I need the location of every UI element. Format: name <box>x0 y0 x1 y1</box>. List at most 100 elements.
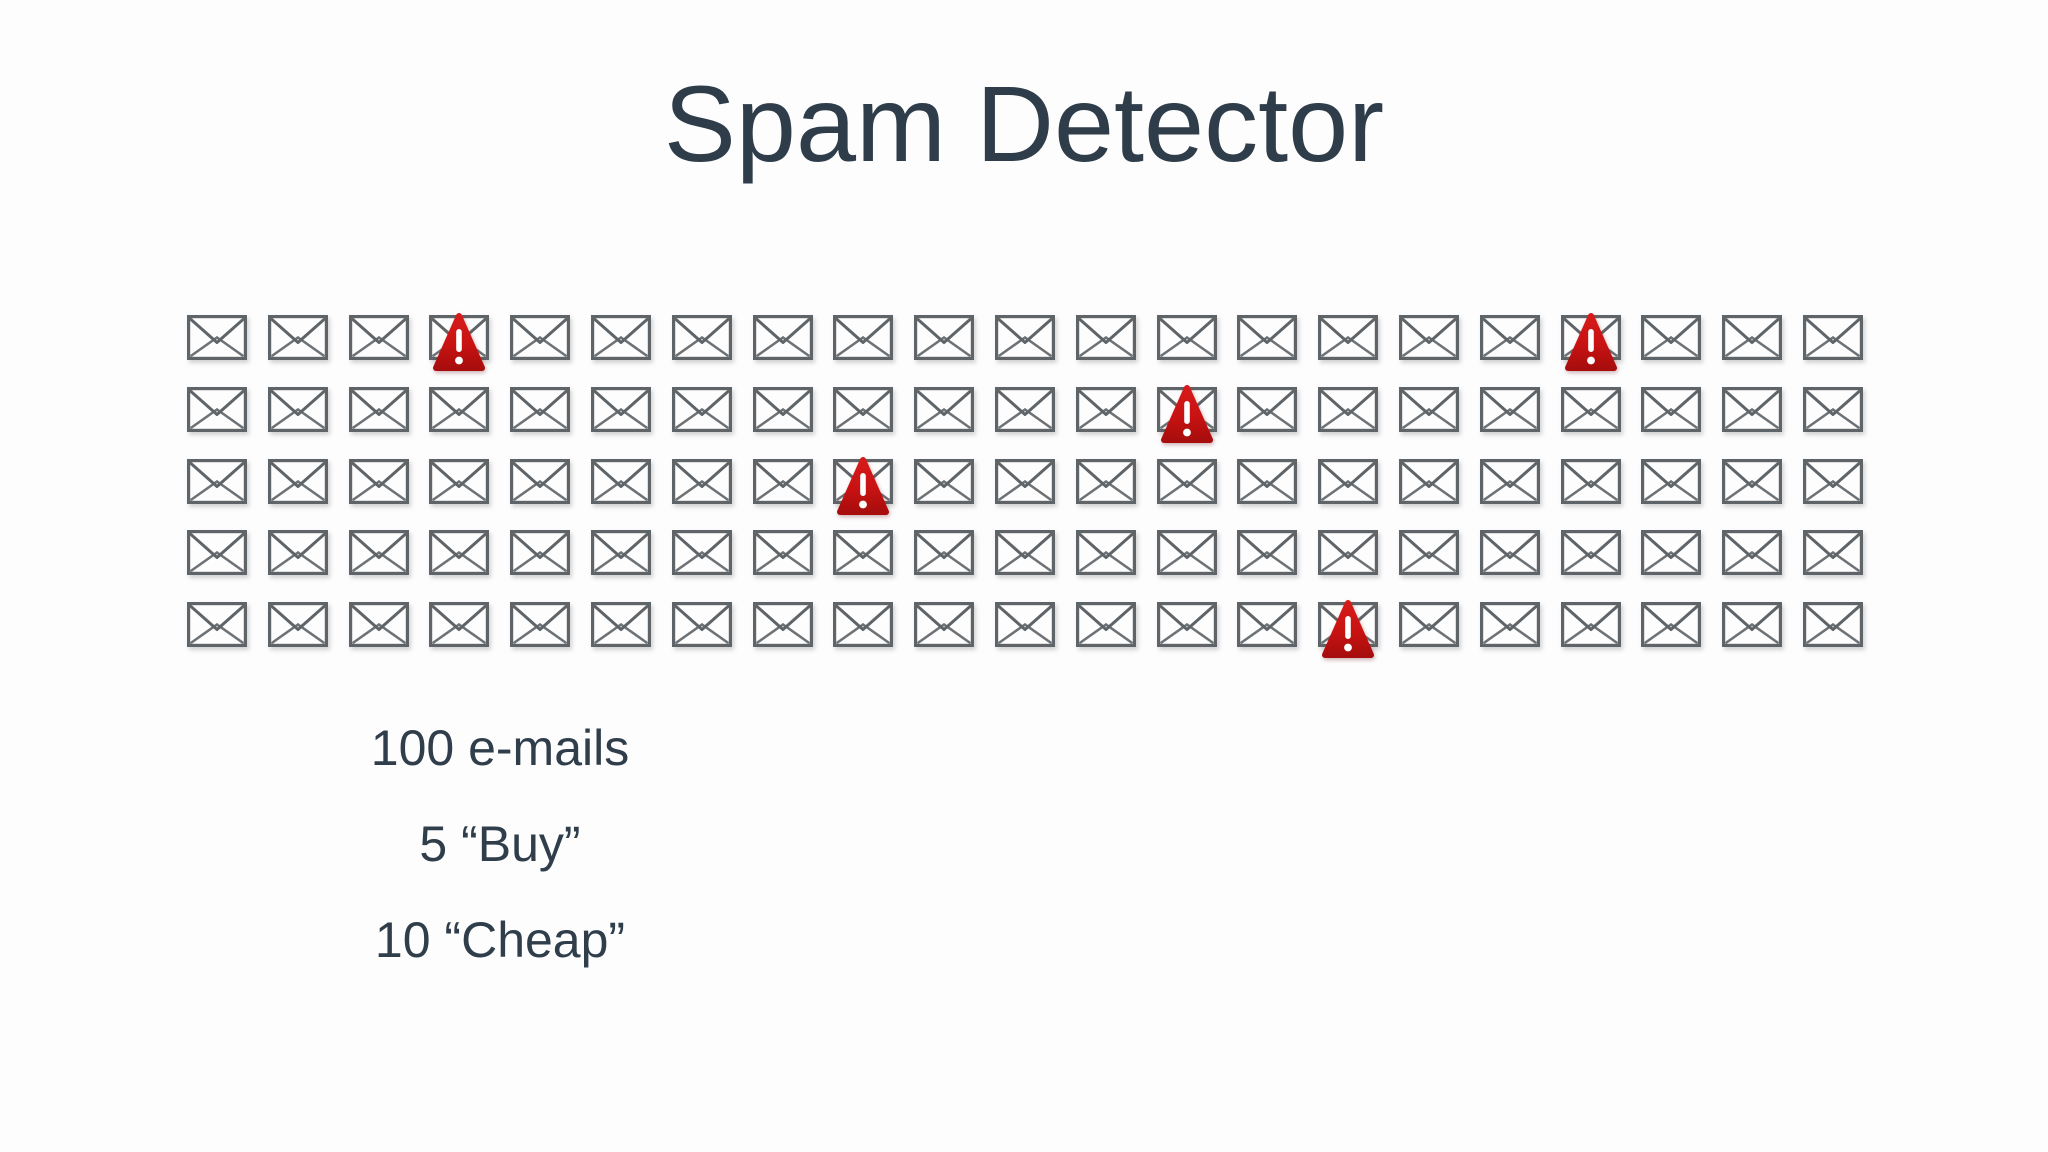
envelope-icon <box>1318 458 1379 504</box>
email-envelope <box>1722 386 1783 432</box>
email-envelope <box>914 458 975 504</box>
email-envelope <box>267 386 328 432</box>
email-envelope <box>1318 315 1379 360</box>
email-envelope <box>267 315 328 360</box>
email-envelope <box>1802 602 1863 648</box>
envelope-icon <box>590 530 651 576</box>
email-envelope <box>1398 386 1459 432</box>
email-envelope-spam <box>833 456 894 515</box>
email-envelope <box>1722 602 1783 648</box>
envelope-icon <box>1560 386 1621 432</box>
envelope-icon <box>348 458 409 504</box>
envelope-icon <box>348 530 409 576</box>
envelope-icon <box>671 386 732 432</box>
envelope-icon <box>1237 530 1298 576</box>
email-envelope <box>671 602 732 648</box>
envelope-icon <box>267 530 328 576</box>
envelope-icon <box>833 602 894 648</box>
email-envelope <box>1156 530 1217 576</box>
envelope-icon <box>510 602 571 648</box>
email-envelope <box>187 530 247 576</box>
envelope-icon <box>187 602 247 648</box>
email-envelope <box>1156 602 1217 648</box>
envelope-icon <box>752 530 813 576</box>
envelope-icon <box>1641 602 1702 648</box>
envelope-icon <box>267 386 328 432</box>
email-envelope <box>1560 386 1621 432</box>
envelope-icon <box>833 530 894 576</box>
stats-block: 100 e-mails 5 “Buy” 10 “Cheap” <box>280 700 720 988</box>
email-envelope <box>752 386 813 432</box>
email-envelope <box>1479 315 1540 360</box>
email-envelope <box>1398 602 1459 648</box>
envelope-icon <box>187 386 247 432</box>
email-envelope <box>187 386 247 432</box>
envelope-icon <box>1722 386 1783 432</box>
envelope-icon <box>1479 315 1540 360</box>
envelope-icon <box>1075 315 1136 360</box>
envelope-icon <box>671 315 732 360</box>
email-envelope <box>510 315 571 360</box>
envelope-icon <box>833 386 894 432</box>
envelope-icon <box>671 458 732 504</box>
envelope-icon <box>1802 602 1863 648</box>
email-envelope <box>1802 458 1863 504</box>
envelope-icon <box>1075 602 1136 648</box>
email-envelope <box>590 602 651 648</box>
envelope-icon <box>833 315 894 360</box>
email-envelope <box>1722 530 1783 576</box>
envelope-icon <box>1802 386 1863 432</box>
envelope-icon <box>429 530 490 576</box>
email-envelope-spam <box>1560 313 1621 371</box>
email-envelope <box>1398 315 1459 360</box>
email-envelope <box>510 458 571 504</box>
email-envelope <box>914 602 975 648</box>
email-envelope <box>833 602 894 648</box>
email-envelope <box>1075 530 1136 576</box>
spam-warning-icon <box>433 313 486 371</box>
spam-warning-icon <box>1322 600 1375 659</box>
envelope-icon <box>671 530 732 576</box>
email-envelope <box>752 602 813 648</box>
email-envelope <box>267 458 328 504</box>
email-envelope <box>429 602 490 648</box>
email-envelope <box>1318 458 1379 504</box>
email-envelope <box>994 530 1055 576</box>
envelope-icon <box>1479 530 1540 576</box>
email-envelope <box>590 458 651 504</box>
spam-warning-icon <box>837 456 890 515</box>
envelope-icon <box>1156 315 1217 360</box>
email-envelope <box>1237 386 1298 432</box>
envelope-icon <box>1075 386 1136 432</box>
envelope-icon <box>1802 530 1863 576</box>
envelope-icon <box>752 386 813 432</box>
spam-warning-icon <box>1160 384 1213 443</box>
envelope-icon <box>1560 602 1621 648</box>
envelope-icon <box>671 602 732 648</box>
email-envelope <box>833 386 894 432</box>
email-envelope <box>1318 386 1379 432</box>
email-envelope <box>994 315 1055 360</box>
page-title: Spam Detector <box>663 63 1385 184</box>
envelope-icon <box>914 602 975 648</box>
email-envelope <box>348 386 409 432</box>
email-envelope <box>1560 602 1621 648</box>
email-envelope <box>1237 530 1298 576</box>
envelope-icon <box>994 315 1055 360</box>
email-envelope <box>1479 458 1540 504</box>
email-envelope <box>267 530 328 576</box>
email-envelope <box>1237 458 1298 504</box>
email-envelope <box>1156 315 1217 360</box>
envelope-icon <box>914 386 975 432</box>
email-envelope <box>1722 315 1783 360</box>
envelope-icon <box>1237 458 1298 504</box>
email-envelope <box>671 386 732 432</box>
envelope-icon <box>1156 602 1217 648</box>
envelope-icon <box>1237 386 1298 432</box>
email-envelope <box>671 315 732 360</box>
email-envelope <box>348 530 409 576</box>
envelope-icon <box>1237 602 1298 648</box>
envelope-icon <box>267 458 328 504</box>
email-envelope <box>1479 530 1540 576</box>
envelope-icon <box>1398 315 1459 360</box>
